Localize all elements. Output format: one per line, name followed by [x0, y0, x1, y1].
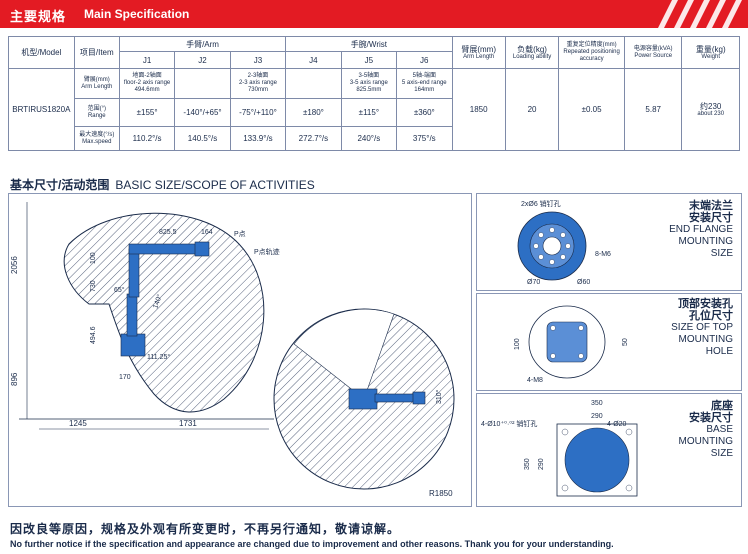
section-heading-cn: 基本尺寸/活动范围	[10, 178, 110, 192]
armlength-j2	[174, 68, 231, 99]
label-p-point: P点	[234, 230, 246, 238]
robot-top-view	[348, 388, 426, 410]
ang-111: 111.25°	[147, 353, 170, 361]
footer-note-en: No further notice if the specification a…	[10, 539, 614, 549]
axis-j4: J4	[285, 51, 342, 69]
dim-825: 825.5	[159, 229, 177, 236]
ang-310: 310°	[435, 389, 443, 404]
power-header: 电源容量(kVA)Power Source	[623, 36, 683, 69]
base-drawing: 350 290 350 290 4-Ø10⁺⁰·⁰² 销钉孔 4-Ø20	[481, 400, 638, 497]
base-panel: 350 290 350 290 4-Ø10⁺⁰·⁰² 销钉孔 4-Ø20 底座安…	[476, 393, 742, 507]
robot-side-view	[120, 241, 210, 357]
speed-j5: 240°/s	[340, 126, 398, 151]
base-pin-label: 4-Ø10⁺⁰·⁰² 销钉孔	[481, 419, 537, 428]
end-flange-drawing: 2xØ6 销钉孔 8-M6 Ø70 Ø60	[517, 199, 611, 286]
item-header: 项目/Item	[73, 36, 120, 69]
repeat-header: 重复定位精度(mm)Repeated positioning accuracy	[558, 36, 625, 69]
header-stripes-decoration	[658, 0, 742, 28]
model-cell: BRTIRUS1820A	[8, 68, 75, 151]
base-d290a: 290	[591, 413, 603, 420]
dim-2056: 2056	[10, 256, 19, 274]
row-speed-label: 最大速度(°/s)Max.speed	[73, 126, 120, 151]
work-range-drawing: 2056 896 1245 1731 825.5 164 P点 P点轨迹 100…	[10, 202, 455, 498]
dim-896: 896	[10, 372, 19, 386]
base-hole-label: 4-Ø20	[607, 421, 627, 428]
label-p-track: P点轨迹	[254, 247, 280, 256]
flange-d60-label: Ø60	[577, 279, 590, 286]
section-heading-en: BASIC SIZE/SCOPE OF ACTIVITIES	[115, 178, 315, 192]
speed-j1: 110.2°/s	[118, 126, 176, 151]
axis-j1: J1	[118, 51, 176, 69]
range-j1: ±155°	[118, 98, 176, 127]
dim-1731: 1731	[179, 419, 197, 428]
work-range-panel: 2056 896 1245 1731 825.5 164 P点 P点轨迹 100…	[8, 193, 472, 507]
speed-j6: 375°/s	[396, 126, 453, 151]
axis-j5: J5	[340, 51, 398, 69]
radius-r1850: R1850	[429, 489, 453, 498]
range-j3: -75°/+110°	[229, 98, 287, 127]
dim-494: 494.6	[90, 326, 97, 344]
armlength-j4	[285, 68, 342, 99]
speed-j3: 133.9°/s	[229, 126, 287, 151]
range-j4: ±180°	[285, 98, 342, 127]
arm-length-value: 1850	[451, 68, 506, 151]
top-hole-d100: 100	[514, 338, 521, 350]
base-d350a: 350	[591, 400, 603, 407]
arm-length-header: 臂展(mm)Arm Length	[451, 36, 506, 69]
range-j5: ±115°	[340, 98, 398, 127]
speed-j2: 140.5°/s	[174, 126, 231, 151]
payload-header: 负载(kg)Loading ability	[504, 36, 560, 69]
row-armlength-label: 臂展(mm)Arm Length	[73, 68, 120, 99]
arm-header: 手臂/Arm	[118, 36, 287, 52]
range-j6: ±360°	[396, 98, 453, 127]
dim-100: 100	[90, 252, 97, 264]
spec-table: 机型/Model 项目/Item 手臂/Arm 手腕/Wrist 臂展(mm)A…	[8, 36, 740, 151]
base-d350b: 350	[524, 458, 531, 470]
axis-j6: J6	[396, 51, 453, 69]
flange-d70-label: Ø70	[527, 279, 540, 286]
power-value: 5.87	[623, 68, 683, 151]
flange-m6-label: 8-M6	[595, 251, 611, 258]
end-flange-panel: 2xØ6 销钉孔 8-M6 Ø70 Ø60 末端法兰安装尺寸 END FLANG…	[476, 193, 742, 291]
speed-j4: 272.7°/s	[285, 126, 342, 151]
dim-1245: 1245	[69, 419, 87, 428]
dim-170: 170	[119, 374, 131, 381]
header-bar	[0, 0, 748, 28]
side-envelope	[63, 212, 265, 413]
repeat-value: ±0.05	[558, 68, 625, 151]
footer-note-cn: 因改良等原因，规格及外观有所变更时，不再另行通知，敬请谅解。	[10, 522, 401, 536]
dim-730: 730	[90, 280, 97, 292]
row-range-label: 范围(°)Range	[73, 98, 120, 127]
ang-65: 65°	[114, 286, 125, 294]
axis-j3: J3	[229, 51, 287, 69]
base-d290b: 290	[538, 458, 545, 470]
wrist-header: 手腕/Wrist	[285, 36, 453, 52]
section-heading: 基本尺寸/活动范围 BASIC SIZE/SCOPE OF ACTIVITIES	[10, 176, 315, 193]
dim-164: 164	[201, 229, 213, 236]
header-title-en: Main Specification	[84, 7, 190, 21]
model-header: 机型/Model	[8, 36, 75, 69]
header-banner: 主要规格 Main Specification	[0, 0, 748, 30]
payload-value: 20	[504, 68, 560, 151]
top-hole-d50: 50	[622, 338, 629, 346]
range-j2: -140°/+65°	[174, 98, 231, 127]
axis-j2: J2	[174, 51, 231, 69]
flange-pin-label: 2xØ6 销钉孔	[521, 199, 561, 208]
weight-header: 重量(kg)Weight	[681, 36, 740, 69]
top-hole-drawing: 100 50 4-M8	[514, 305, 629, 384]
top-hole-m8: 4-M8	[527, 377, 543, 384]
header-title-cn: 主要规格	[10, 9, 67, 24]
